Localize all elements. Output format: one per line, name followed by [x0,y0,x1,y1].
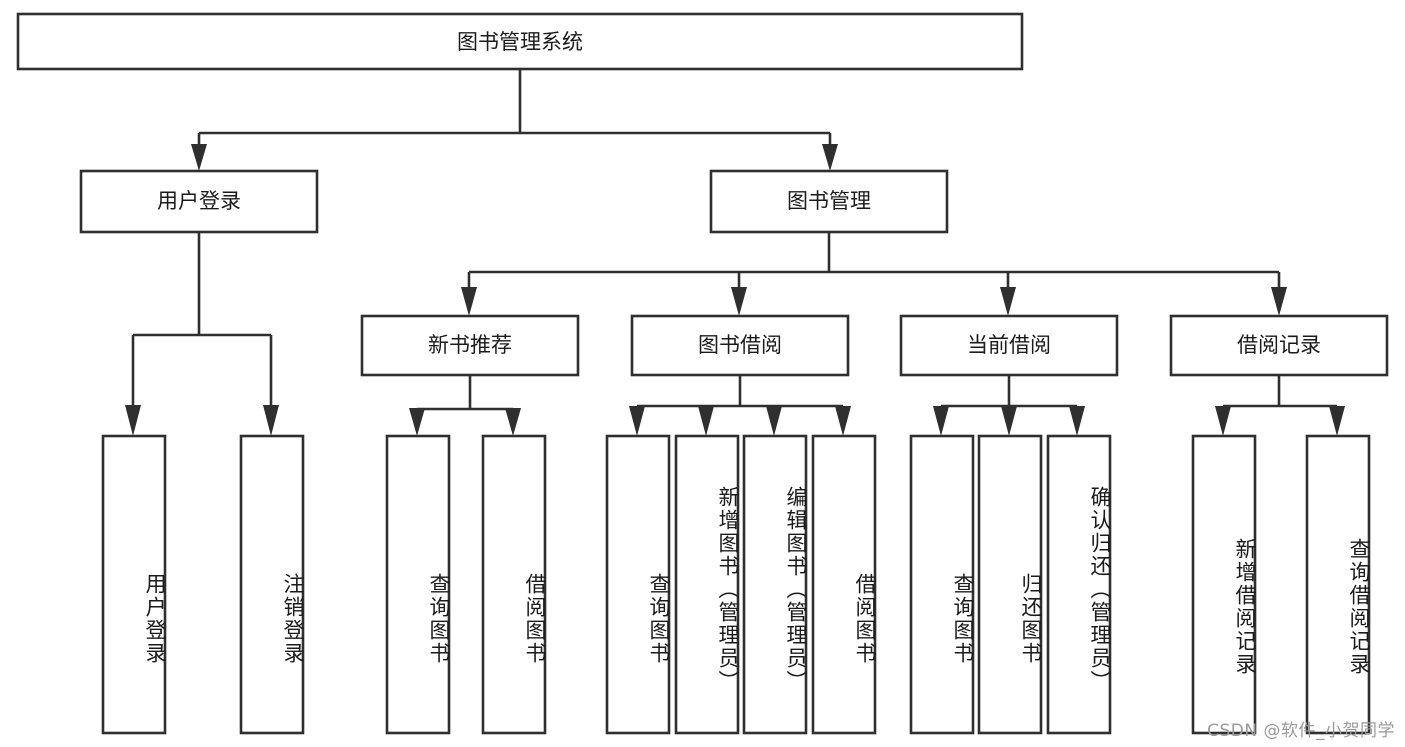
leaf-box-book-borrow-3[interactable] [811,434,877,735]
arrow-head-leaf-book-borrow-2 [766,406,782,436]
connector-current-borrow-to-leaves [933,375,1085,436]
node-user-login[interactable]: 用户登录 [79,169,319,234]
watermark-text: CSDN @软件_小贺同学 [1207,721,1395,741]
arrow-head-current-borrow [1000,287,1016,316]
arrow-head-new-book [461,287,477,316]
leaf-box-current-borrow-1[interactable] [977,434,1043,735]
leaf-box-book-borrow-2[interactable] [742,434,808,735]
arrow-head-leaf-new-book-1 [505,408,521,436]
arrow-head-leaf-current-borrow-2 [1069,406,1085,436]
node-book-borrow-box[interactable] [630,314,850,377]
node-root-label: 图书管理系统 [457,30,583,54]
leaf-box-borrow-record-0[interactable] [1191,434,1257,735]
arrow-head-leaf-current-borrow-0 [933,406,949,436]
arrow-head-book-manage [822,144,838,171]
leaf-box-current-borrow-2[interactable] [1046,434,1112,735]
node-book-borrow-label: 图书借阅 [698,333,782,357]
connector-book-borrow-to-leaves [629,375,851,436]
connector-book-manage-to-level3 [461,232,1287,316]
leaf-box-book-borrow-1[interactable] [674,434,740,735]
node-new-book[interactable]: 新书推荐 [360,314,580,377]
leaf-box-book-borrow-0[interactable] [605,434,671,735]
arrow-head-leaf-current-borrow-1 [1001,406,1017,436]
node-borrow-record-box[interactable] [1169,314,1389,377]
node-new-book-label: 新书推荐 [428,333,512,357]
arrow-head-leaf-borrow-record-1 [1329,406,1345,436]
leaf-box-user-login-1[interactable] [239,434,305,735]
connector-root-to-level2 [191,69,838,171]
arrow-head-book-borrow [731,287,747,316]
leaf-box-new-book-1[interactable] [481,434,547,735]
node-borrow-record-label: 借阅记录 [1237,333,1321,357]
node-book-manage-box[interactable] [709,169,949,234]
arrow-head-leaf-new-book-0 [409,408,425,436]
node-root-box[interactable] [16,12,1024,71]
node-book-manage-label: 图书管理 [787,189,871,213]
arrow-head-borrow-record [1271,287,1287,316]
arrow-head-leaf-user-login-0 [125,405,141,436]
node-book-borrow[interactable]: 图书借阅 [630,314,850,377]
arrow-head-user-login [191,144,207,171]
node-book-manage[interactable]: 图书管理 [709,169,949,234]
arrow-head-leaf-book-borrow-0 [629,406,645,436]
connector-new-book-to-leaves [409,375,521,436]
leaf-box-user-login-0[interactable] [101,434,167,735]
node-new-book-box[interactable] [360,314,580,377]
arrow-head-leaf-user-login-1 [263,405,279,436]
arrow-head-leaf-borrow-record-0 [1215,406,1231,436]
arrow-head-leaf-book-borrow-3 [835,406,851,436]
leaf-box-new-book-0[interactable] [385,434,451,735]
node-user-login-label: 用户登录 [157,189,241,213]
node-root[interactable]: 图书管理系统 [16,12,1024,71]
leaf-box-borrow-record-1[interactable] [1305,434,1371,735]
connector-borrow-record-to-leaves [1215,375,1345,436]
node-current-borrow[interactable]: 当前借阅 [899,314,1119,377]
arrow-head-leaf-book-borrow-1 [698,406,714,436]
node-current-borrow-label: 当前借阅 [967,333,1051,357]
node-current-borrow-box[interactable] [899,314,1119,377]
connector-user-login-to-leaves [125,232,279,436]
leaf-box-current-borrow-0[interactable] [909,434,975,735]
node-borrow-record[interactable]: 借阅记录 [1169,314,1389,377]
